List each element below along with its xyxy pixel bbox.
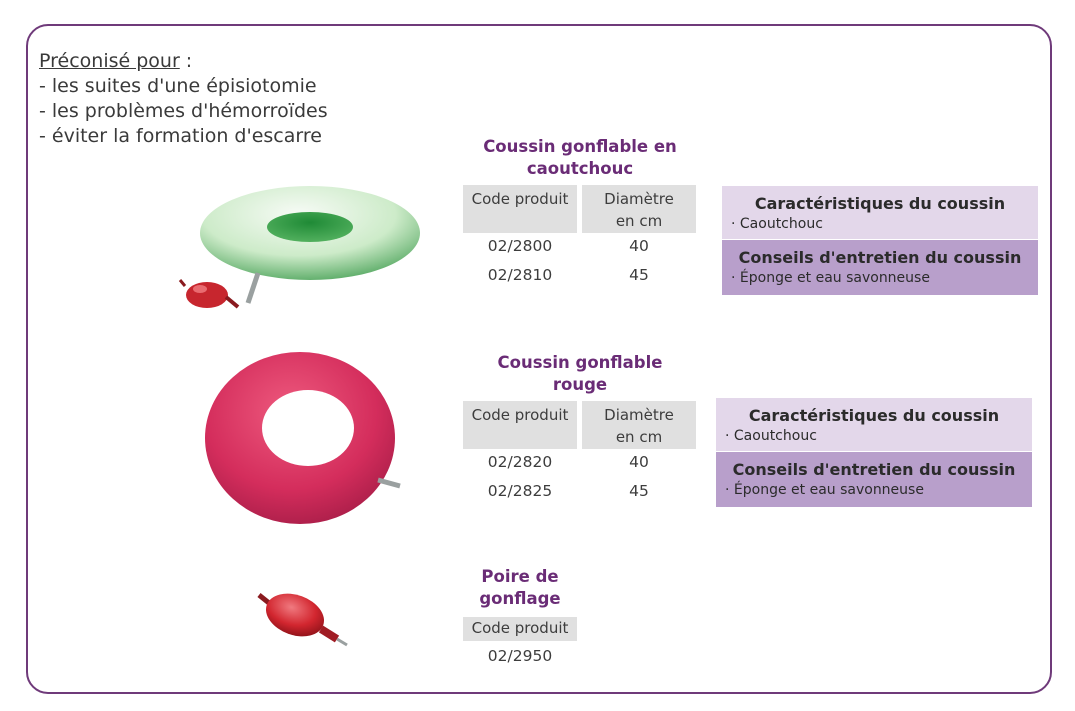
- product-title-rouge: Coussin gonflable rouge: [497, 353, 663, 394]
- product-code-cell: 02/2800: [487, 237, 553, 255]
- diameter-cell: 40: [629, 237, 649, 255]
- product-code-cell: 02/2820: [487, 453, 553, 471]
- features-box: Caractéristiques du coussin · Caoutchouc: [722, 186, 1038, 239]
- col-header-diametre: Diamètre en cm: [582, 401, 696, 449]
- red-cushion-image: [205, 352, 401, 524]
- col-header-diametre: Diamètre en cm: [582, 185, 696, 233]
- intro-block: Préconisé pour : - les suites d'une épis…: [39, 49, 328, 149]
- product-code-cell: 02/2950: [487, 647, 553, 665]
- product-title-caoutchouc: Coussin gonflable en caoutchouc: [483, 137, 677, 178]
- col-header-code: Code produit: [463, 185, 577, 233]
- intro-item: - les suites d'une épisiotomie: [39, 75, 317, 97]
- pump-bulb-image: [257, 593, 348, 647]
- page-frame: [26, 24, 1052, 694]
- product-code-cell: 02/2825: [487, 482, 553, 500]
- intro-item: - éviter la formation d'escarre: [39, 125, 322, 147]
- diameter-cell: 45: [629, 266, 649, 284]
- product-title-poire: Poire de gonflage: [479, 567, 561, 608]
- product-code-cell: 02/2810: [487, 266, 553, 284]
- diameter-cell: 40: [629, 453, 649, 471]
- care-box: Conseils d'entretien du coussin · Éponge…: [716, 452, 1032, 507]
- intro-heading: Préconisé pour :: [39, 50, 193, 72]
- col-header-code: Code produit: [463, 617, 577, 641]
- pump-bulb-icon: [178, 279, 240, 309]
- col-header-code: Code produit: [463, 401, 577, 449]
- diameter-cell: 45: [629, 482, 649, 500]
- intro-item: - les problèmes d'hémorroïdes: [39, 100, 328, 122]
- care-box: Conseils d'entretien du coussin · Éponge…: [722, 240, 1038, 295]
- features-box: Caractéristiques du coussin · Caoutchouc: [716, 398, 1032, 451]
- green-cushion-image: [178, 186, 420, 309]
